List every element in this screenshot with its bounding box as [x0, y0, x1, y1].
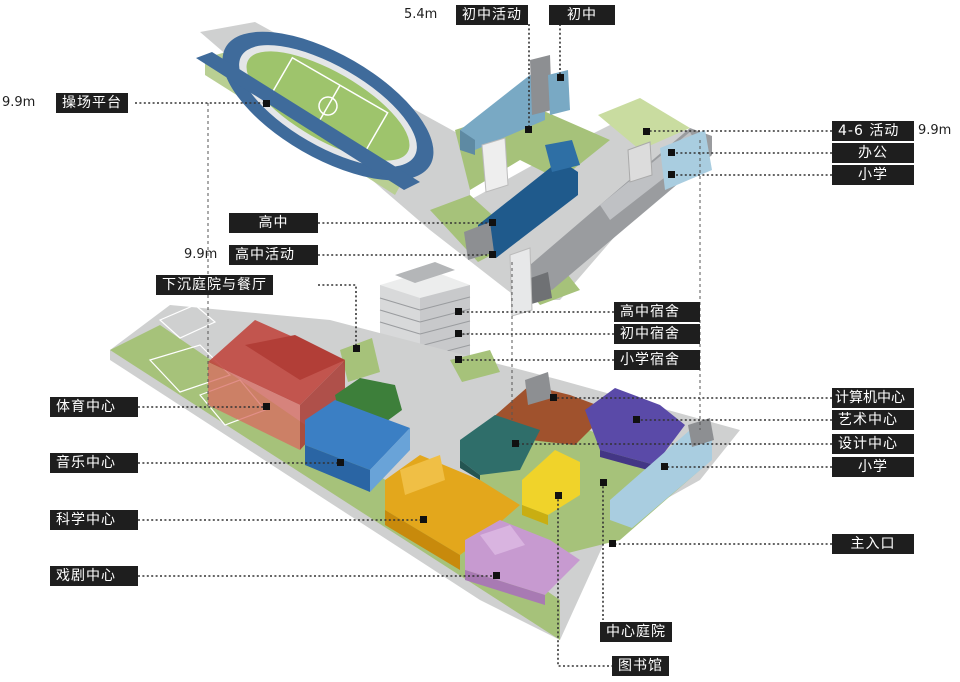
label-theater-center: 戏剧中心 [50, 566, 138, 586]
track-lane [196, 52, 420, 190]
music-center-building [305, 400, 410, 492]
label-playground-platform: 操场平台 [56, 93, 128, 113]
leader-lines [135, 24, 832, 667]
height-senior-activity: 9.9m [184, 247, 218, 262]
height-activity-4-6: 9.9m [918, 123, 952, 138]
label-junior: 初中 [549, 5, 615, 25]
label-computer-center: 计算机中心 [832, 388, 914, 408]
vertical-guides [207, 103, 701, 430]
label-art-center: 艺术中心 [832, 410, 914, 430]
upper-connector [509, 247, 533, 317]
height-playground-platform: 9.9m [2, 95, 36, 110]
label-activity-4-6: 4-6 活动 [832, 121, 914, 141]
junior-building [460, 55, 570, 155]
upper-lawn-right [598, 98, 690, 150]
label-primary-top: 小学 [832, 165, 914, 185]
art-center-building [585, 388, 685, 472]
height-junior-activity: 5.4m [404, 7, 438, 22]
dorm-base-lawn [450, 350, 500, 382]
running-track [222, 31, 434, 181]
primary-lower-building [610, 418, 714, 528]
label-senior-activity: 高中活动 [229, 245, 318, 265]
label-sports-center: 体育中心 [50, 397, 138, 417]
leader-dots [263, 74, 675, 579]
label-primary-dorm: 小学宿舍 [614, 350, 700, 370]
label-office: 办公 [832, 143, 914, 163]
label-central-courtyard: 中心庭院 [600, 622, 672, 642]
library-building [522, 450, 580, 525]
sunken-courtyard-lawn [340, 338, 380, 382]
label-senior-dorm: 高中宿舍 [614, 302, 700, 322]
label-junior-dorm: 初中宿舍 [614, 324, 700, 344]
label-science-center: 科学中心 [50, 510, 138, 530]
activity-4-6-box [627, 141, 653, 183]
label-sunken-courtyard-dining: 下沉庭院与餐厅 [156, 275, 273, 295]
label-primary-bottom: 小学 [832, 457, 914, 477]
label-main-entrance: 主入口 [832, 534, 914, 554]
senior-building [464, 140, 580, 260]
label-library: 图书馆 [612, 656, 669, 676]
label-music-center: 音乐中心 [50, 453, 138, 473]
label-design-center: 设计中心 [832, 434, 914, 454]
design-center-building [460, 415, 540, 480]
sports-center-building [208, 320, 345, 450]
upper-white-tower [481, 137, 509, 193]
label-junior-activity: 初中活动 [456, 5, 528, 25]
label-senior: 高中 [229, 213, 318, 233]
